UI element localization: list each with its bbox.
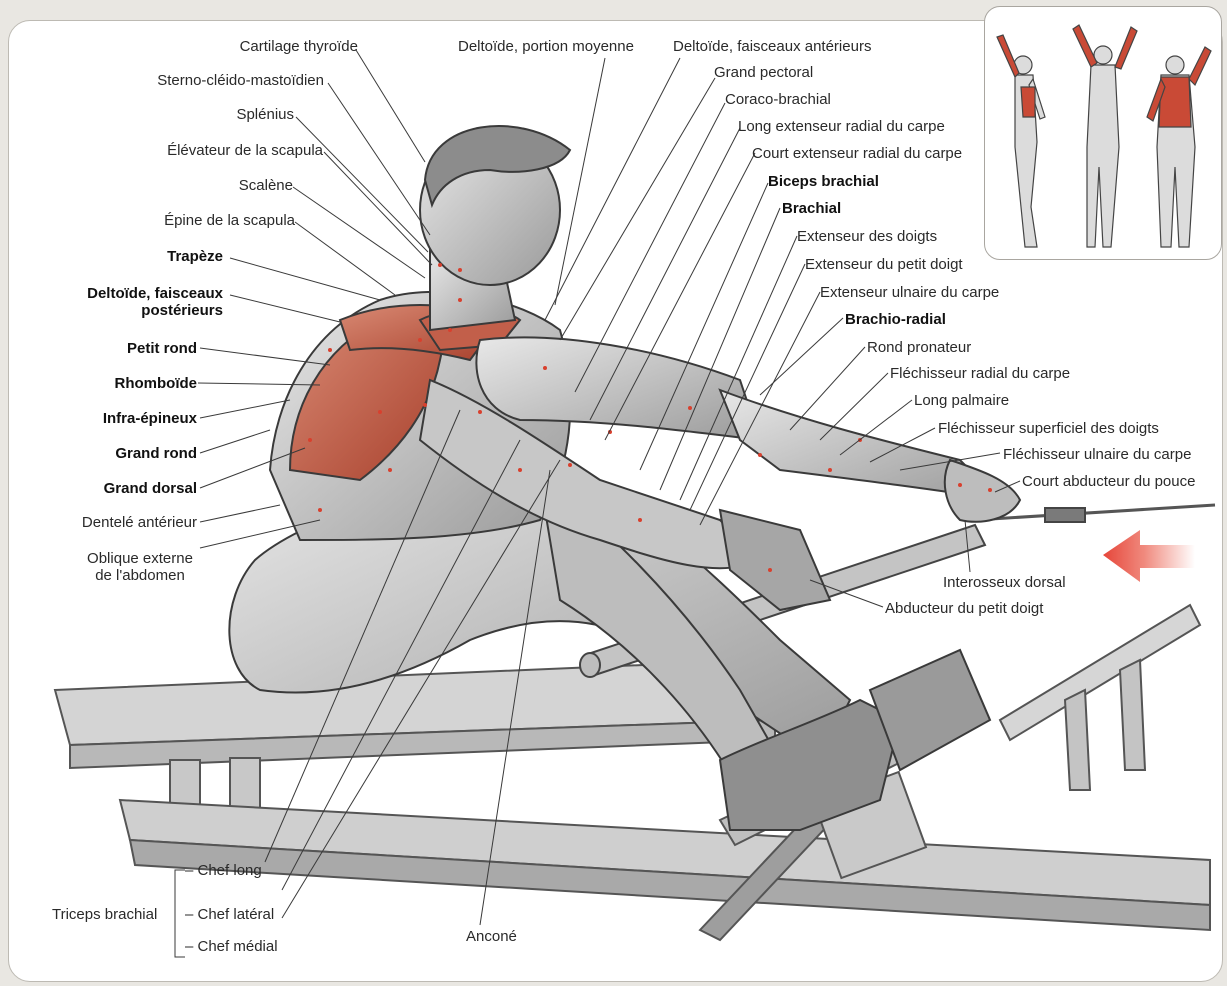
label-abducteur-petit-doigt: Abducteur du petit doigt — [885, 600, 1043, 617]
label-ext-doigts: Extenseur des doigts — [797, 228, 937, 245]
label-court-ext-radial: Court extenseur radial du carpe — [752, 145, 962, 162]
label-elevateur: Élévateur de la scapula — [167, 142, 323, 159]
label-oblique: Oblique externe de l'abdomen — [80, 550, 200, 584]
label-splenius: Splénius — [236, 106, 294, 123]
label-grand-rond: Grand rond — [115, 445, 197, 462]
label-ancone: Anconé — [466, 928, 517, 945]
label-grand-dorsal: Grand dorsal — [104, 480, 197, 497]
label-sterno: Sterno-cléido-mastoïdien — [157, 72, 324, 89]
label-epine: Épine de la scapula — [164, 212, 295, 229]
label-triceps: Triceps brachial — [52, 906, 157, 923]
label-coraco-brachial: Coraco-brachial — [725, 91, 831, 108]
label-long-ext-radial: Long extenseur radial du carpe — [738, 118, 945, 135]
label-flech-radial: Fléchisseur radial du carpe — [890, 365, 1070, 382]
label-chef-lateral: – Chef latéral — [185, 906, 274, 923]
label-rhomboide: Rhomboïde — [115, 375, 198, 392]
label-long-palmaire: Long palmaire — [914, 392, 1009, 409]
label-chef-medial: – Chef médial — [185, 938, 278, 955]
left-arrow-icon — [1103, 530, 1195, 582]
label-grand-pectoral: Grand pectoral — [714, 64, 813, 81]
label-interosseux: Interosseux dorsal — [943, 574, 1066, 591]
label-deltoide-anterieurs: Deltoïde, faisceaux antérieurs — [673, 38, 871, 55]
inset-figures — [984, 6, 1222, 260]
label-biceps: Biceps brachial — [768, 173, 879, 190]
label-brachio-radial: Brachio-radial — [845, 311, 946, 328]
label-petit-rond: Petit rond — [127, 340, 197, 357]
label-deltoide-posterieurs: Deltoïde, faisceaux postérieurs — [87, 285, 223, 319]
inset-muscle-map — [985, 7, 1221, 259]
label-flech-superficiel: Fléchisseur superficiel des doigts — [938, 420, 1159, 437]
label-ext-petit-doigt: Extenseur du petit doigt — [805, 256, 963, 273]
label-scalene: Scalène — [239, 177, 293, 194]
label-flech-ulnaire: Fléchisseur ulnaire du carpe — [1003, 446, 1191, 463]
label-rond-pronateur: Rond pronateur — [867, 339, 971, 356]
label-ext-ulnaire: Extenseur ulnaire du carpe — [820, 284, 999, 301]
label-cartilage-thyroide: Cartilage thyroïde — [240, 38, 358, 55]
label-chef-long: – Chef long — [185, 862, 262, 879]
label-court-abducteur: Court abducteur du pouce — [1022, 473, 1195, 490]
label-infra-epineux: Infra-épineux — [103, 410, 197, 427]
label-deltoide-moyenne: Deltoïde, portion moyenne — [458, 38, 634, 55]
label-trapeze: Trapèze — [167, 248, 223, 265]
label-brachial: Brachial — [782, 200, 841, 217]
label-dentele: Dentelé antérieur — [82, 514, 197, 531]
